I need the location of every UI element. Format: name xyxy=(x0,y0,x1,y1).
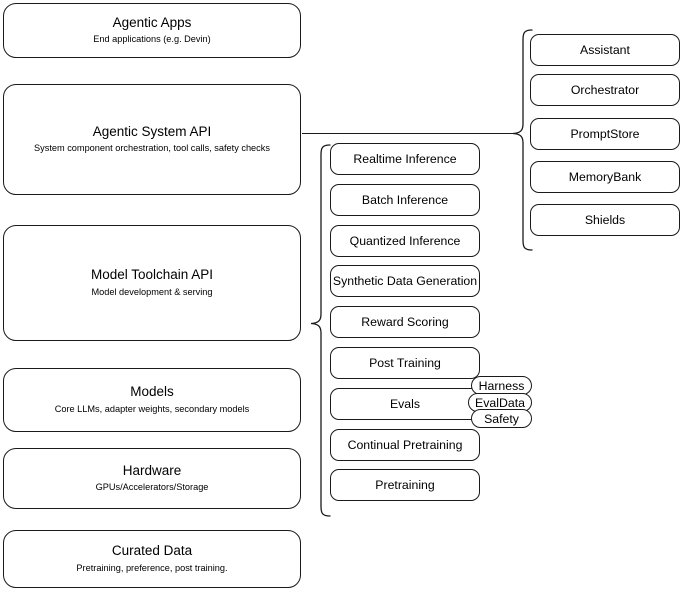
tag-label: EvalData xyxy=(475,395,525,410)
layer-subtitle: System component orchestration, tool cal… xyxy=(34,143,270,154)
layer-title: Hardware xyxy=(122,462,182,478)
eval-tag-safety[interactable]: Safety xyxy=(471,409,532,428)
item-label: Post Training xyxy=(369,356,441,370)
toolchain-item-reward-scoring[interactable]: Reward Scoring xyxy=(330,306,480,338)
brace-toolchain-components xyxy=(306,143,332,518)
item-label: Quantized Inference xyxy=(349,234,461,248)
layer-box-agentic-apps[interactable]: Agentic Apps End applications (e.g. Devi… xyxy=(3,3,301,58)
connector-line-system-api-to-components xyxy=(302,133,514,135)
item-label: Continual Pretraining xyxy=(347,438,463,452)
layer-title: Agentic Apps xyxy=(112,14,192,30)
layer-subtitle: End applications (e.g. Devin) xyxy=(93,34,211,45)
layer-title: Model Toolchain API xyxy=(90,267,214,283)
layer-box-curated-data[interactable]: Curated Data Pretraining, preference, po… xyxy=(3,530,301,588)
system-component-assistant[interactable]: Assistant xyxy=(530,34,680,66)
item-label: Orchestrator xyxy=(570,83,640,97)
toolchain-item-post-training[interactable]: Post Training xyxy=(330,347,480,379)
toolchain-item-continual-pretraining[interactable]: Continual Pretraining xyxy=(330,429,480,461)
layer-subtitle: GPUs/Accelerators/Storage xyxy=(95,482,209,493)
item-label: Shields xyxy=(584,213,626,227)
toolchain-item-synthetic-data-generation[interactable]: Synthetic Data Generation xyxy=(330,265,480,297)
system-component-promptstore[interactable]: PromptStore xyxy=(530,118,680,150)
layer-box-model-toolchain-api[interactable]: Model Toolchain API Model development & … xyxy=(3,225,301,341)
toolchain-item-quantized-inference[interactable]: Quantized Inference xyxy=(330,225,480,257)
item-label: Reward Scoring xyxy=(361,315,449,329)
layer-title: Models xyxy=(130,384,174,400)
toolchain-item-evals[interactable]: Evals xyxy=(330,388,480,420)
system-component-memorybank[interactable]: MemoryBank xyxy=(530,161,680,193)
item-label: PromptStore xyxy=(570,127,640,141)
item-label: Realtime Inference xyxy=(353,152,457,166)
layer-box-hardware[interactable]: Hardware GPUs/Accelerators/Storage xyxy=(3,448,301,509)
tag-label: Safety xyxy=(484,411,519,426)
layer-box-models[interactable]: Models Core LLMs, adapter weights, secon… xyxy=(3,368,301,432)
toolchain-item-realtime-inference[interactable]: Realtime Inference xyxy=(330,143,480,175)
layer-box-agentic-system-api[interactable]: Agentic System API System component orch… xyxy=(3,84,301,195)
item-label: Pretraining xyxy=(375,478,435,492)
eval-tag-evaldata[interactable]: EvalData xyxy=(468,393,532,412)
item-label: Batch Inference xyxy=(361,193,449,207)
tag-label: Harness xyxy=(478,378,525,393)
item-label: MemoryBank xyxy=(568,170,642,184)
system-component-orchestrator[interactable]: Orchestrator xyxy=(530,74,680,106)
item-label: Evals xyxy=(389,397,421,411)
brace-system-components xyxy=(510,28,534,252)
system-component-shields[interactable]: Shields xyxy=(530,204,680,236)
layer-subtitle: Core LLMs, adapter weights, secondary mo… xyxy=(54,403,250,414)
toolchain-item-batch-inference[interactable]: Batch Inference xyxy=(330,184,480,216)
layer-subtitle: Pretraining, preference, post training. xyxy=(76,562,228,573)
toolchain-item-pretraining[interactable]: Pretraining xyxy=(330,469,480,501)
item-label: Assistant xyxy=(580,43,630,57)
item-label: Synthetic Data Generation xyxy=(332,274,478,288)
layer-title: Agentic System API xyxy=(92,123,212,139)
layer-title: Curated Data xyxy=(111,543,193,559)
layer-subtitle: Model development & serving xyxy=(91,286,213,297)
